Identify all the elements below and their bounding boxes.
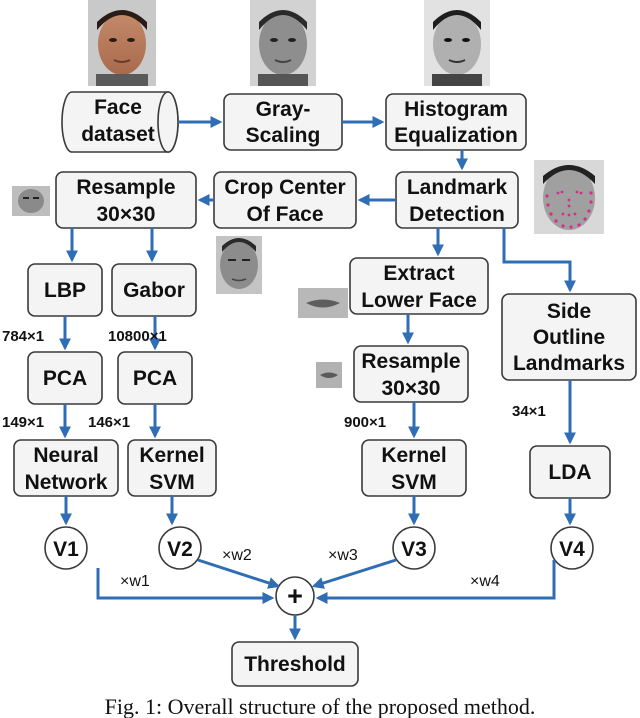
kernel-svm-2-node: Kernel SVM [361,439,467,497]
gabor-label: Gabor [123,279,185,302]
arrow-v3-to-sum [311,558,397,589]
crop-center-line-1: Crop Center [224,176,345,199]
dim-lbp-out: 784×1 [2,328,44,345]
histogram-line-1: Histogram [404,98,508,121]
arrow-v2-to-sum [197,558,281,589]
weight-w1: ×w1 [120,573,150,590]
lbp-label: LBP [44,279,86,302]
face-dataset-line-1: Face [94,96,142,119]
side-outline-line-2: Outline [533,326,605,349]
kernel-svm-1-line-2: SVM [149,471,195,494]
histogram-node: Histogram Equalization [385,93,527,151]
figure-caption: Fig. 1: Overall structure of the propose… [105,694,536,718]
mouth-thumb-small [316,362,342,388]
dim-side-out: 34×1 [512,403,546,420]
crop-center-node: Crop Center Of Face [213,171,357,229]
sum-node: + [275,576,315,616]
dim-gabor-out: 10800×1 [108,328,167,345]
vote-v3-label: V3 [401,538,427,561]
weight-w2: ×w2 [222,547,252,564]
dim-pca-left-out: 149×1 [2,414,44,431]
landmark-line-1: Landmark [407,176,508,199]
vote-v3: V3 [392,526,436,570]
gray-scaling-line-2: Scaling [246,124,321,147]
threshold-node: Threshold [231,641,359,687]
resample-lower-line-1: Resample [361,350,460,373]
vote-v2-label: V2 [167,538,193,561]
kernel-svm-1-line-1: Kernel [139,444,204,467]
landmark-node: Landmark Detection [395,171,519,229]
resample-lower-line-2: 30×30 [382,377,441,400]
dim-lower-out: 900×1 [344,414,386,431]
face-dataset-line-2: dataset [81,123,155,146]
pca-right-node: PCA [117,351,193,405]
kernel-svm-2-line-2: SVM [391,471,437,494]
side-outline-line-1: Side [547,300,591,323]
neural-network-node: Neural Network [13,439,119,497]
extract-lower-line-2: Lower Face [361,289,477,312]
crop-center-line-2: Of Face [246,203,323,226]
face-thumb-center-small [12,186,50,216]
dim-pca-right-out: 146×1 [88,414,130,431]
lbp-node: LBP [27,263,103,317]
pca-right-label: PCA [133,367,177,390]
neural-network-line-2: Network [25,471,108,494]
resample-face-node: Resample 30×30 [55,171,197,229]
weight-w4: ×w4 [470,573,500,590]
gray-scaling-node: Gray- Scaling [223,93,343,151]
gabor-node: Gabor [111,263,197,317]
histogram-line-2: Equalization [394,124,518,147]
pca-left-node: PCA [27,351,103,405]
vote-v4: V4 [550,526,594,570]
sum-symbol: + [287,581,303,611]
face-thumb-center [216,236,262,294]
mouth-thumb-large [298,288,348,318]
lda-label: LDA [548,461,591,484]
gray-scaling-line-1: Gray- [256,98,311,121]
resample-face-line-2: 30×30 [97,203,156,226]
face-photo-equalized [424,0,490,86]
side-outline-line-3: Landmarks [513,352,625,375]
vote-v4-label: V4 [559,538,585,561]
kernel-svm-2-line-1: Kernel [381,444,446,467]
vote-v2: V2 [158,526,202,570]
face-photo-gray [250,0,316,86]
arrow-landmark-to-side [502,228,576,293]
vote-v1: V1 [44,526,88,570]
side-outline-node: Side Outline Landmarks [501,293,637,381]
pca-left-label: PCA [43,367,87,390]
extract-lower-line-1: Extract [383,262,454,285]
vote-v1-label: V1 [53,538,79,561]
arrow-v4-to-sum [315,560,556,604]
flow-arrows [59,116,576,641]
face-dataset-node: Face dataset [61,91,179,153]
resample-face-line-1: Resample [76,176,175,199]
extract-lower-node: Extract Lower Face [349,257,489,315]
face-photo-landmarks [534,160,604,234]
weight-w3: ×w3 [328,547,358,564]
landmark-line-2: Detection [409,203,505,226]
resample-lower-node: Resample 30×30 [353,345,469,403]
lda-node: LDA [529,445,611,499]
face-photo-color [88,0,156,86]
arrow-v1-to-sum [96,568,275,604]
kernel-svm-1-node: Kernel SVM [127,439,217,497]
threshold-label: Threshold [244,653,346,676]
neural-network-line-1: Neural [33,444,98,467]
